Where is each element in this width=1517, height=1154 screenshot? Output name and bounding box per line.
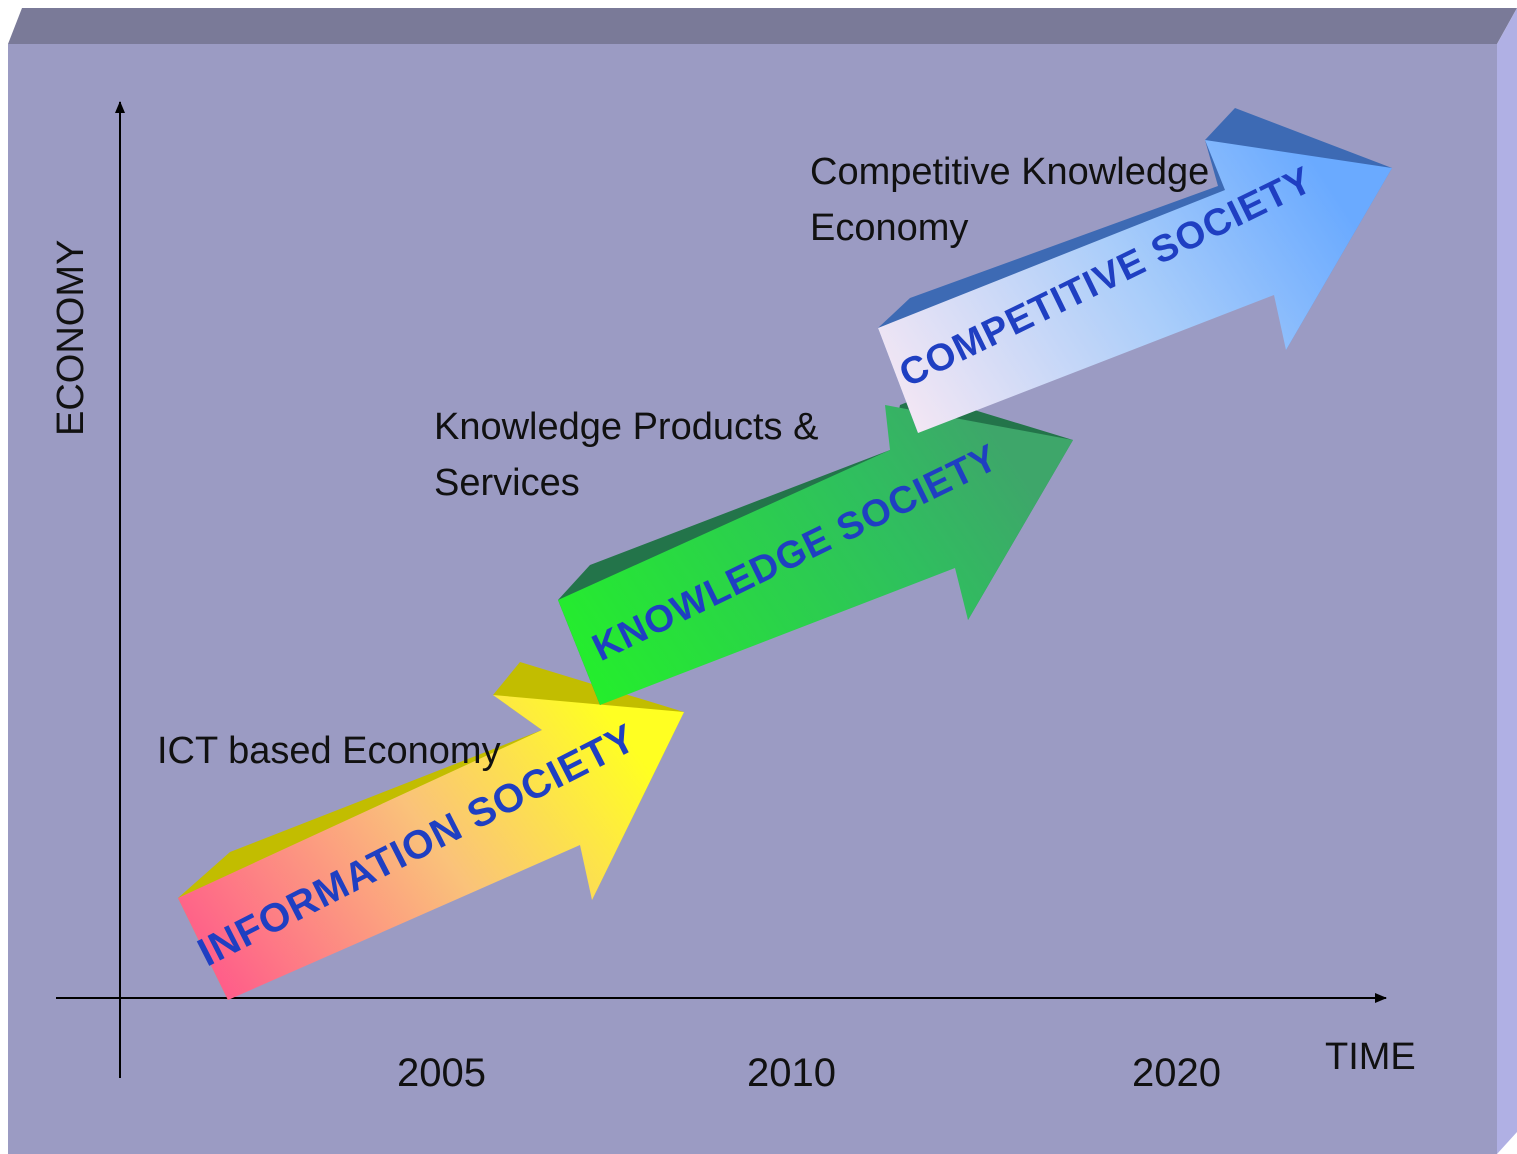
arrow-competitive-society xyxy=(878,108,1392,433)
year-label: 2020 xyxy=(1132,1051,1221,1095)
economy-caption-ict: ICT based Economy xyxy=(157,730,501,772)
economy-caption-knowledge-line1: Knowledge Products & xyxy=(434,406,819,448)
y-axis-label: ECONOMY xyxy=(50,239,92,436)
economy-caption-competitive-line1: Competitive Knowledge xyxy=(810,151,1210,193)
arrow-information-society xyxy=(178,662,684,1000)
arrow-front-face xyxy=(558,405,1073,705)
panel-right-bevel xyxy=(1497,8,1517,1154)
year-label: 2005 xyxy=(397,1051,486,1095)
arrow-front-face xyxy=(178,695,684,1000)
year-label: 2010 xyxy=(747,1051,836,1095)
arrow-knowledge-society xyxy=(558,395,1073,705)
arrow-front-face xyxy=(878,140,1392,433)
economy-caption-competitive-line2: Economy xyxy=(810,207,969,249)
panel-top-bevel xyxy=(8,8,1517,44)
economy-caption-knowledge-line2: Services xyxy=(434,462,580,504)
x-axis-label: TIME xyxy=(1325,1036,1416,1078)
